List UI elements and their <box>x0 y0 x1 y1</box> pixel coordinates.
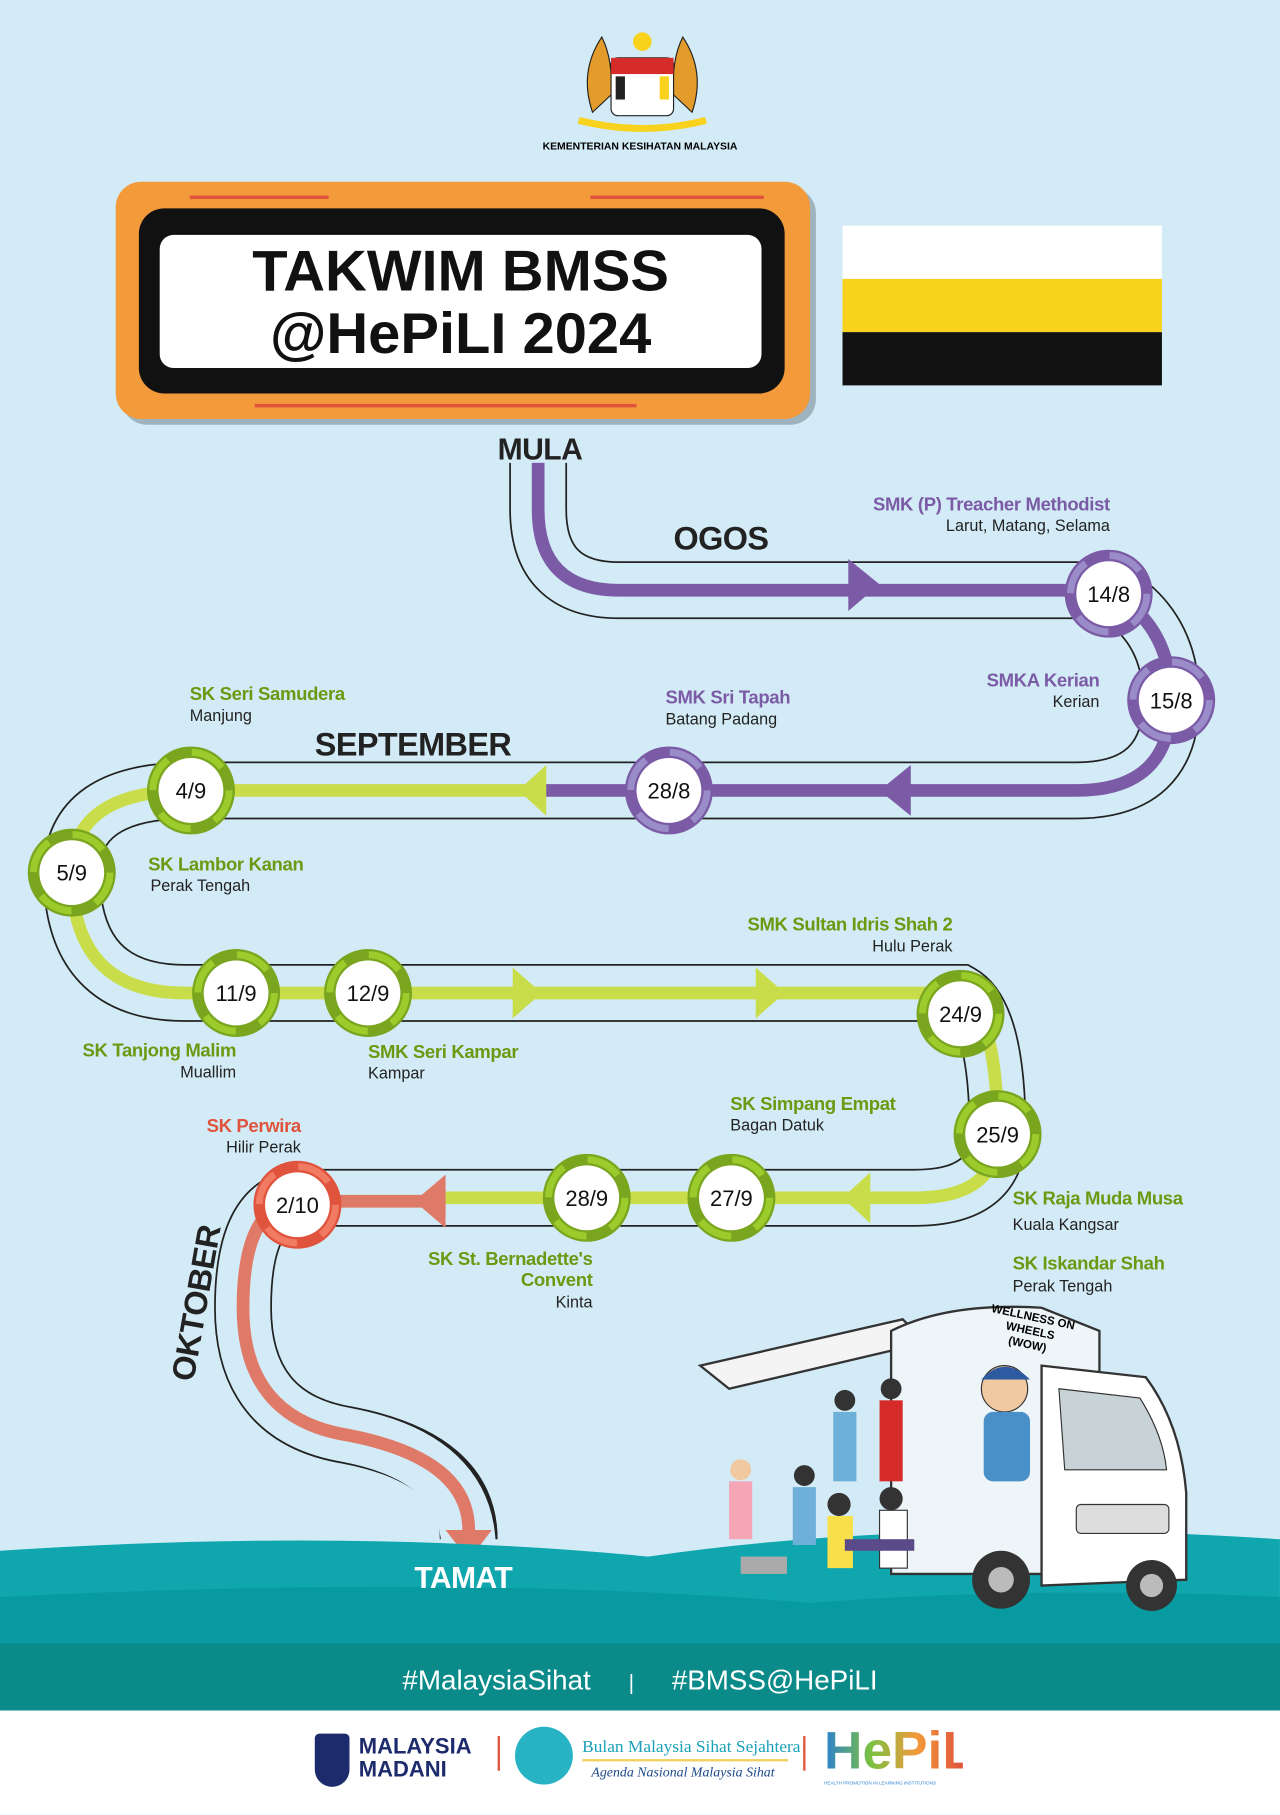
date-label: 28/8 <box>648 779 691 804</box>
arrow-left-icon <box>518 764 547 816</box>
bulan-malaysia-sihat-logo: Bulan Malaysia Sihat Sejahtera Agenda Na… <box>514 1722 801 1791</box>
date-label: 14/8 <box>1087 582 1130 607</box>
date-label: 4/9 <box>176 779 207 804</box>
date-node: 2/10 <box>253 1160 342 1249</box>
wellness-truck-illustration <box>697 1305 1188 1611</box>
route-october <box>236 1194 476 1531</box>
coat-of-arms-logo <box>577 32 707 132</box>
date-node: 11/9 <box>192 948 281 1037</box>
end-label: TAMAT <box>414 1560 513 1595</box>
date-node: 15/8 <box>1127 656 1216 745</box>
hashtag-malaysia-sihat: #MalaysiaSihat <box>402 1665 591 1697</box>
date-node: 4/9 <box>146 746 235 835</box>
date-label: 11/9 <box>216 981 257 1006</box>
date-label: 24/9 <box>939 1002 982 1027</box>
start-label: MULA <box>497 431 583 467</box>
ministry-name: KEMENTERIAN KESIHATAN MALAYSIA <box>542 140 738 152</box>
title-line-1: TAKWIM BMSS <box>252 238 669 304</box>
date-node: 24/9 <box>916 969 1005 1058</box>
route-august <box>531 462 1178 797</box>
date-node: 28/9 <box>542 1153 631 1242</box>
date-node: 12/9 <box>324 948 412 1037</box>
date-label: 12/9 <box>347 981 390 1006</box>
arrow-left-icon <box>842 1172 871 1224</box>
date-label: 2/10 <box>276 1193 319 1218</box>
date-label: 25/9 <box>976 1122 1019 1147</box>
title-line-2: @HePiLI 2024 <box>269 300 652 366</box>
arrow-left-icon <box>414 1174 446 1228</box>
hashtag-bar: #MalaysiaSihat | #BMSS@HePiLI <box>0 1643 1280 1711</box>
arrow-left-icon <box>879 764 911 816</box>
date-label: 28/9 <box>565 1186 608 1211</box>
date-node: 25/9 <box>953 1090 1042 1179</box>
arrow-right-icon <box>512 967 542 1019</box>
arrow-right-icon <box>848 558 880 612</box>
date-node: 14/8 <box>1064 549 1153 638</box>
date-label: 27/9 <box>710 1186 753 1211</box>
date-node: 5/9 <box>27 828 116 917</box>
date-label: 15/8 <box>1150 688 1193 713</box>
month-august: OGOS <box>673 520 769 557</box>
date-label: 5/9 <box>56 861 87 886</box>
arrow-right-icon <box>755 967 785 1019</box>
perak-flag <box>842 225 1162 386</box>
hepili-logo: HePiLI HEALTH PROMOTION IN LEARNING INST… <box>823 1719 990 1786</box>
title-banner: TAKWIM BMSS @HePiLI 2024 <box>115 181 811 419</box>
date-node: 27/9 <box>687 1153 776 1242</box>
month-september: SEPTEMBER <box>314 726 512 763</box>
hashtag-bmss: #BMSS@HePiLI <box>671 1665 878 1697</box>
date-node: 28/8 <box>624 746 713 835</box>
